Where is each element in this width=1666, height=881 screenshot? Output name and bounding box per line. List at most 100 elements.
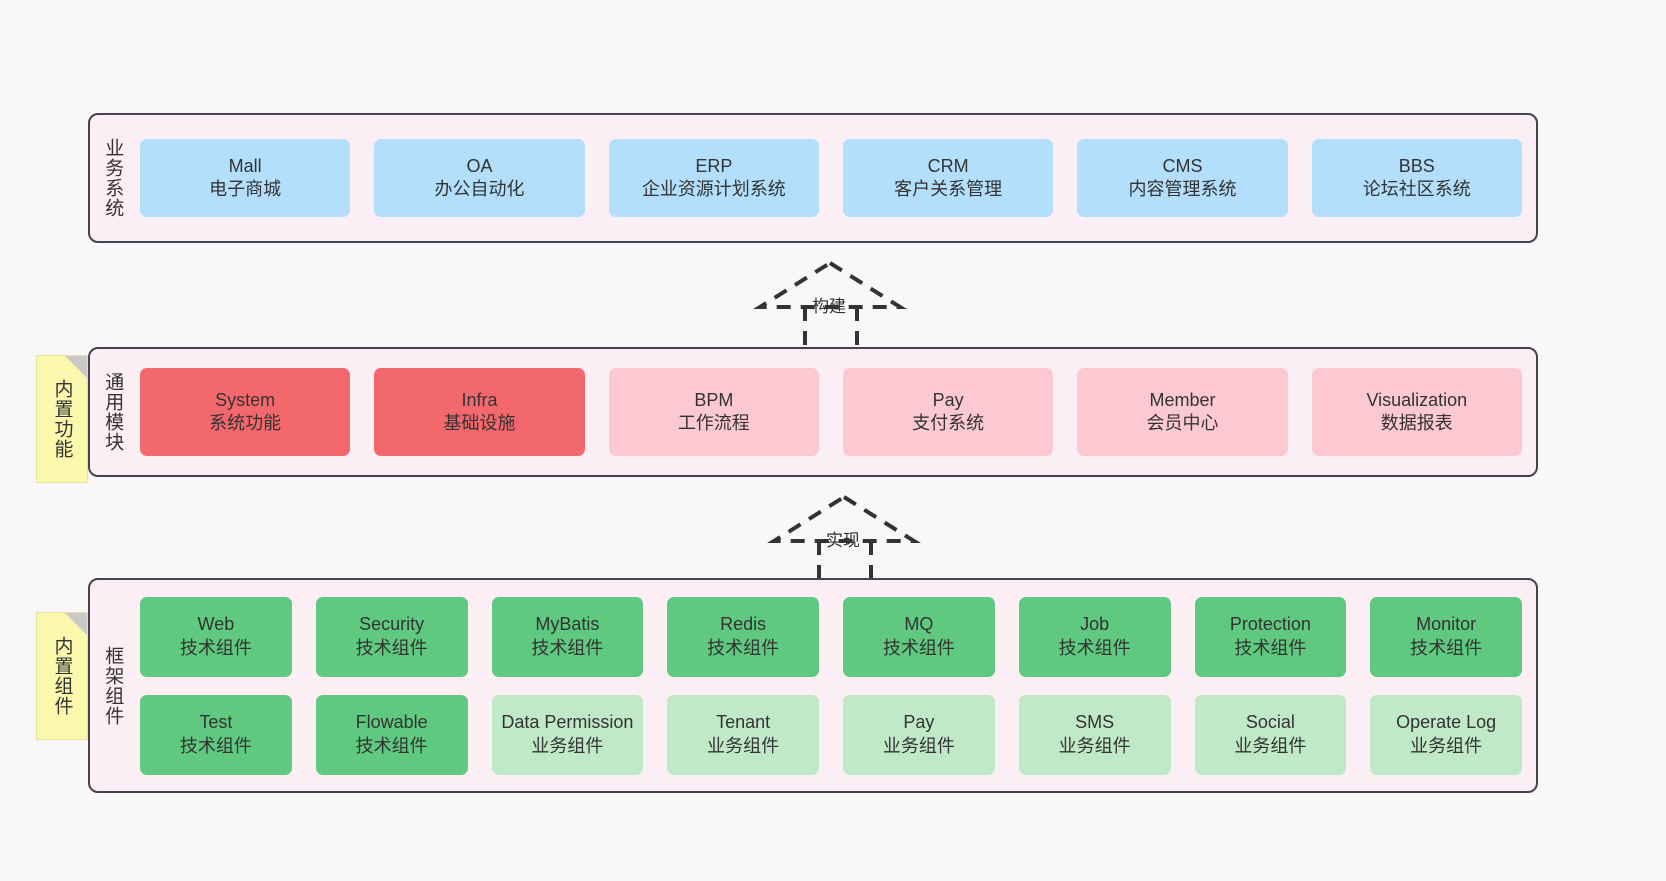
card-crm[interactable]: CRM 客户关系管理 [842, 139, 1054, 217]
card-data-permission-en: Data Permission [501, 712, 634, 733]
layer-common-module-title: 通用模块 [102, 372, 124, 452]
card-tenant-cn: 业务组件 [707, 735, 780, 756]
sticky-note-builtin-function: 内置功能 [36, 355, 88, 483]
card-system-cn: 系统功能 [209, 413, 282, 433]
card-monitor-en: Monitor [1416, 614, 1477, 635]
card-bbs-cn: 论坛社区系统 [1362, 179, 1471, 199]
card-mall-cn: 电子商城 [209, 179, 282, 199]
card-visualization-en: Visualization [1366, 389, 1468, 410]
card-social-en: Social [1245, 712, 1295, 733]
framework-row-2: Test 技术组件 Flowable 技术组件 Data Permission … [140, 694, 1522, 775]
card-security[interactable]: Security 技术组件 [315, 596, 468, 677]
card-pay-module[interactable]: Pay 支付系统 [842, 368, 1054, 456]
card-crm-en: CRM [927, 155, 969, 176]
card-social[interactable]: Social 业务组件 [1194, 694, 1347, 775]
card-flowable[interactable]: Flowable 技术组件 [315, 694, 468, 775]
card-cms-cn: 内容管理系统 [1128, 179, 1237, 199]
card-security-en: Security [359, 614, 425, 635]
card-mq-en: MQ [904, 614, 934, 635]
card-mybatis[interactable]: MyBatis 技术组件 [491, 596, 644, 677]
card-web-cn: 技术组件 [179, 637, 252, 658]
card-operate-log[interactable]: Operate Log 业务组件 [1370, 694, 1522, 775]
card-bbs-en: BBS [1398, 155, 1435, 176]
card-system-en: System [215, 389, 276, 410]
layer-common-module-body: System 系统功能 Infra 基础设施 BPM 工作流程 Pay 支付系统… [134, 349, 1536, 475]
layer-framework-component-title: 框架组件 [102, 645, 124, 726]
card-test-en: Test [199, 712, 233, 733]
card-redis-cn: 技术组件 [707, 637, 780, 658]
card-member[interactable]: Member 会员中心 [1077, 368, 1288, 456]
card-data-permission[interactable]: Data Permission 业务组件 [491, 694, 644, 775]
card-crm-cn: 客户关系管理 [894, 179, 1003, 199]
card-tenant-en: Tenant [716, 712, 771, 733]
layer-framework-component: 框架组件 Web 技术组件 Security 技术组件 MyBatis 技术组件… [88, 578, 1538, 793]
sticky-note-builtin-component-label: 内置组件 [51, 636, 73, 716]
framework-row-1: Web 技术组件 Security 技术组件 MyBatis 技术组件 Redi… [140, 596, 1522, 677]
card-social-cn: 业务组件 [1234, 735, 1307, 756]
sticky-note-builtin-component: 内置组件 [36, 612, 88, 740]
card-pay-module-cn: 支付系统 [912, 413, 985, 433]
card-bpm-en: BPM [694, 389, 734, 410]
card-infra[interactable]: Infra 基础设施 [374, 368, 585, 456]
layer-business-system-body: Mall 电子商城 OA 办公自动化 ERP 企业资源计划系统 CRM 客户关系… [134, 115, 1536, 241]
card-erp-en: ERP [695, 155, 733, 176]
card-mq-cn: 技术组件 [882, 637, 955, 658]
module-row: System 系统功能 Infra 基础设施 BPM 工作流程 Pay 支付系统… [140, 368, 1522, 456]
card-infra-en: Infra [461, 389, 498, 410]
card-visualization[interactable]: Visualization 数据报表 [1311, 368, 1522, 456]
card-tenant[interactable]: Tenant 业务组件 [667, 694, 819, 775]
card-bbs[interactable]: BBS 论坛社区系统 [1311, 139, 1522, 217]
layer-business-system: 业务系统 Mall 电子商城 OA 办公自动化 ERP 企业资源计划系统 CRM… [88, 113, 1538, 243]
card-oa-cn: 办公自动化 [434, 179, 525, 199]
card-infra-cn: 基础设施 [443, 413, 516, 433]
layer-common-module: 通用模块 System 系统功能 Infra 基础设施 BPM 工作流程 Pay… [88, 347, 1538, 477]
card-flowable-en: Flowable [355, 712, 428, 733]
card-mq[interactable]: MQ 技术组件 [843, 596, 995, 677]
business-row: Mall 电子商城 OA 办公自动化 ERP 企业资源计划系统 CRM 客户关系… [140, 139, 1522, 217]
card-test[interactable]: Test 技术组件 [140, 694, 292, 775]
card-protection-en: Protection [1229, 614, 1311, 635]
connector-implement-label: 实现 [826, 531, 860, 550]
card-pay-component-cn: 业务组件 [882, 735, 955, 756]
card-bpm-cn: 工作流程 [677, 413, 750, 433]
card-erp[interactable]: ERP 企业资源计划系统 [608, 139, 819, 217]
card-job[interactable]: Job 技术组件 [1018, 596, 1171, 677]
card-pay-module-en: Pay [932, 389, 964, 410]
card-web[interactable]: Web 技术组件 [140, 596, 292, 677]
card-erp-cn: 企业资源计划系统 [641, 179, 786, 199]
card-cms[interactable]: CMS 内容管理系统 [1077, 139, 1288, 217]
card-job-en: Job [1080, 614, 1110, 635]
card-cms-en: CMS [1162, 155, 1203, 176]
card-mybatis-cn: 技术组件 [531, 637, 604, 658]
card-data-permission-cn: 业务组件 [531, 735, 604, 756]
card-web-en: Web [197, 614, 235, 635]
card-pay-component[interactable]: Pay 业务组件 [843, 694, 995, 775]
card-oa[interactable]: OA 办公自动化 [374, 139, 585, 217]
layer-framework-component-body: Web 技术组件 Security 技术组件 MyBatis 技术组件 Redi… [134, 580, 1536, 791]
card-member-cn: 会员中心 [1146, 413, 1219, 433]
card-oa-en: OA [466, 155, 493, 176]
card-flowable-cn: 技术组件 [355, 735, 428, 756]
card-operate-log-cn: 业务组件 [1410, 735, 1483, 756]
card-sms-en: SMS [1075, 712, 1115, 733]
card-protection[interactable]: Protection 技术组件 [1194, 596, 1347, 677]
card-monitor[interactable]: Monitor 技术组件 [1370, 596, 1522, 677]
card-job-cn: 技术组件 [1058, 637, 1131, 658]
card-monitor-cn: 技术组件 [1410, 637, 1483, 658]
card-sms[interactable]: SMS 业务组件 [1018, 694, 1171, 775]
card-visualization-cn: 数据报表 [1380, 413, 1453, 433]
card-member-en: Member [1149, 389, 1216, 410]
card-operate-log-en: Operate Log [1396, 712, 1497, 733]
card-system[interactable]: System 系统功能 [140, 368, 351, 456]
card-security-cn: 技术组件 [355, 637, 428, 658]
card-mybatis-en: MyBatis [535, 614, 600, 635]
card-bpm[interactable]: BPM 工作流程 [608, 368, 819, 456]
sticky-note-builtin-function-label: 内置功能 [51, 379, 73, 459]
card-redis[interactable]: Redis 技术组件 [667, 596, 819, 677]
card-protection-cn: 技术组件 [1234, 637, 1307, 658]
card-mall[interactable]: Mall 电子商城 [140, 139, 351, 217]
layer-business-system-title: 业务系统 [102, 138, 124, 218]
card-sms-cn: 业务组件 [1058, 735, 1131, 756]
card-redis-en: Redis [720, 614, 767, 635]
